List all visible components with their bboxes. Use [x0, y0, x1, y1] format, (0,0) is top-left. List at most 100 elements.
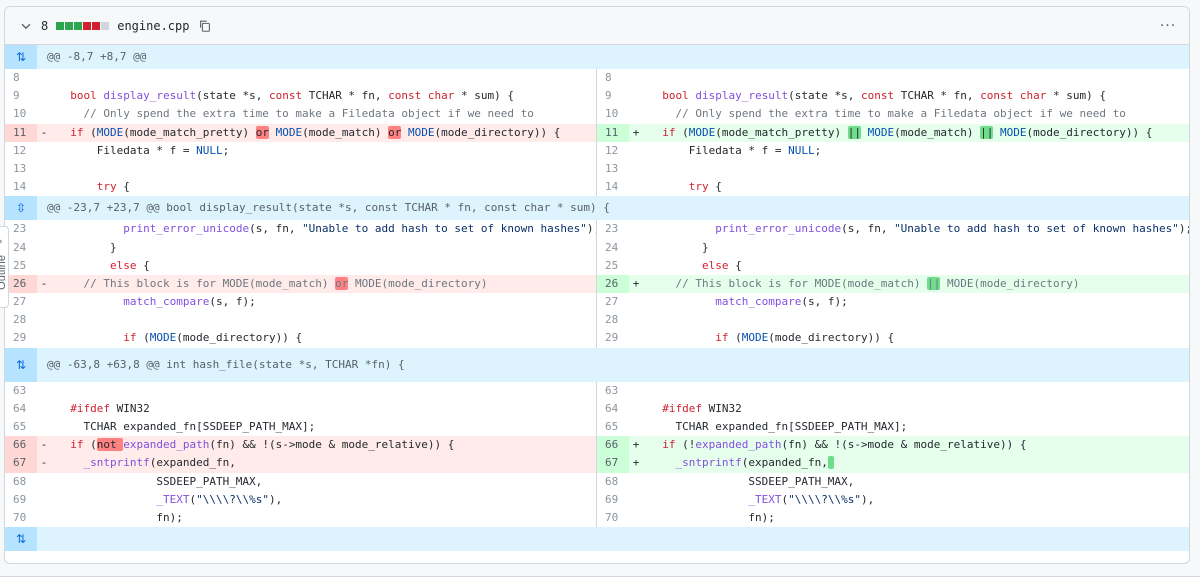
- line-number[interactable]: 28: [13, 313, 27, 327]
- code-line: bool display_result(state *s, const TCHA…: [662, 89, 1107, 103]
- line-number[interactable]: 66: [597, 436, 629, 455]
- line-number[interactable]: 67: [597, 454, 629, 473]
- line-number[interactable]: 13: [605, 161, 619, 175]
- line-number[interactable]: 69: [13, 492, 27, 506]
- code-line: }: [649, 240, 709, 254]
- line-number[interactable]: 68: [605, 474, 619, 488]
- code-line: bool display_result(state *s, const TCHA…: [70, 89, 515, 103]
- line-number[interactable]: 12: [605, 143, 619, 157]
- expand-icon[interactable]: ⇳: [5, 196, 37, 221]
- line-number[interactable]: 10: [13, 107, 27, 121]
- line-number[interactable]: 25: [13, 258, 27, 272]
- line-number[interactable]: 64: [605, 401, 619, 415]
- code-line: try {: [96, 180, 130, 194]
- line-number[interactable]: 65: [13, 420, 27, 433]
- code-line: _TEXT("\\\\?\\%s"),: [748, 492, 875, 506]
- code-line: fn);: [57, 510, 183, 524]
- code-line: SSDEEP_PATH_MAX,: [649, 474, 855, 488]
- table-row: 69 _TEXT("\\\\?\\%s"),69 _TEXT("\\\\?\\%…: [5, 490, 1189, 509]
- left-side-line: 14 try {: [5, 178, 597, 197]
- left-side-line: 24 }: [5, 238, 597, 257]
- diff-marker: [37, 142, 51, 160]
- expand-both-icon[interactable]: ⇅: [5, 347, 37, 382]
- line-number[interactable]: 26: [597, 274, 629, 294]
- line-number[interactable]: 64: [13, 401, 27, 415]
- line-number[interactable]: 70: [13, 510, 27, 524]
- diff-marker: [37, 105, 51, 123]
- chevron-right-icon: ›: [0, 237, 3, 247]
- line-number[interactable]: 65: [605, 420, 619, 433]
- line-number[interactable]: 24: [13, 240, 27, 254]
- right-side-line: 8: [597, 69, 1189, 87]
- table-row: 27 match_compare(s, f); 27 match_compare(…: [5, 293, 1189, 312]
- line-number[interactable]: 63: [13, 383, 27, 397]
- diff-marker: [629, 142, 643, 160]
- diff-marker: -: [37, 123, 51, 142]
- line-number[interactable]: 23: [605, 222, 619, 236]
- line-number[interactable]: 68: [13, 474, 27, 488]
- diffstat-block: [92, 21, 101, 30]
- code-line: try {: [688, 180, 722, 194]
- line-number[interactable]: 29: [605, 331, 619, 345]
- line-number[interactable]: 9: [605, 89, 612, 103]
- line-number[interactable]: 25: [605, 258, 619, 272]
- line-number[interactable]: 11: [597, 123, 629, 142]
- diff-marker: [629, 473, 643, 491]
- collapse-button[interactable]: [15, 15, 37, 37]
- diff-marker: +: [629, 274, 643, 294]
- line-number[interactable]: 27: [13, 295, 27, 309]
- code-line: if (MODE(mode_directory)) {: [123, 331, 303, 345]
- line-number[interactable]: 24: [605, 240, 619, 254]
- line-number[interactable]: 27: [605, 295, 619, 309]
- left-side-line: 23 print_error_unicode(s, fn, "Unable to…: [5, 220, 597, 239]
- more-options-button[interactable]: ···: [1159, 18, 1177, 34]
- copy-icon[interactable]: [197, 18, 213, 34]
- line-number[interactable]: 11: [5, 123, 37, 142]
- table-row: 67- _sntprintf(expanded_fn,67+ _sntprint…: [5, 454, 1189, 473]
- diff-marker: [629, 329, 643, 347]
- right-side-line: 12 Filedata * f = NULL;: [597, 142, 1189, 160]
- diff-marker: [629, 491, 643, 509]
- line-number[interactable]: 14: [13, 180, 27, 194]
- diffstat-block: [101, 21, 110, 30]
- line-number[interactable]: 69: [605, 492, 619, 506]
- line-number[interactable]: 26: [5, 274, 37, 294]
- right-side-line: 10 // Only spend the extra time to make …: [597, 105, 1189, 123]
- diff-marker: [629, 257, 643, 275]
- expand-down-icon[interactable]: ⇅: [5, 527, 37, 552]
- code-line: _sntprintf(expanded_fn,: [643, 454, 1189, 473]
- expand-up-icon[interactable]: ⇅: [5, 45, 37, 69]
- line-number[interactable]: 13: [13, 161, 27, 175]
- line-number[interactable]: 70: [605, 510, 619, 524]
- diff-marker: [629, 418, 643, 436]
- line-number[interactable]: 14: [605, 180, 619, 194]
- code-line: TCHAR expanded_fn[SSDEEP_PATH_MAX];: [57, 420, 316, 433]
- line-number[interactable]: 28: [605, 313, 619, 327]
- diff-marker: -: [37, 274, 51, 294]
- line-number[interactable]: 9: [13, 89, 20, 103]
- line-number[interactable]: 63: [605, 383, 619, 397]
- line-number[interactable]: 23: [13, 222, 27, 236]
- table-row: 23 print_error_unicode(s, fn, "Unable to…: [5, 220, 1189, 239]
- diff-marker: [629, 178, 643, 196]
- code-line: TCHAR expanded_fn[SSDEEP_PATH_MAX];: [649, 420, 908, 433]
- filename-link[interactable]: engine.cpp: [117, 18, 190, 33]
- line-number[interactable]: 67: [5, 454, 37, 473]
- diffstat-block: [65, 21, 74, 30]
- code-line: SSDEEP_PATH_MAX,: [57, 474, 263, 488]
- diff-marker: [37, 418, 51, 436]
- code-line: match_compare(s, f);: [123, 295, 256, 309]
- line-number[interactable]: 8: [13, 71, 20, 84]
- line-number[interactable]: 12: [13, 143, 27, 157]
- outline-tab[interactable]: › Outline: [0, 226, 9, 308]
- right-side-line: 66+ if (!expanded_path(fn) && !(s->mode …: [597, 436, 1189, 455]
- line-number[interactable]: 10: [605, 107, 619, 121]
- line-number[interactable]: 29: [13, 331, 27, 345]
- change-count: 8: [41, 18, 49, 33]
- line-number[interactable]: 8: [605, 71, 612, 84]
- code-line: match_compare(s, f);: [715, 295, 848, 309]
- line-number[interactable]: 66: [5, 436, 37, 455]
- left-side-line: 8: [5, 69, 597, 88]
- left-side-line: 29 if (MODE(mode_directory)) {: [5, 329, 597, 348]
- diff-marker: +: [629, 123, 643, 142]
